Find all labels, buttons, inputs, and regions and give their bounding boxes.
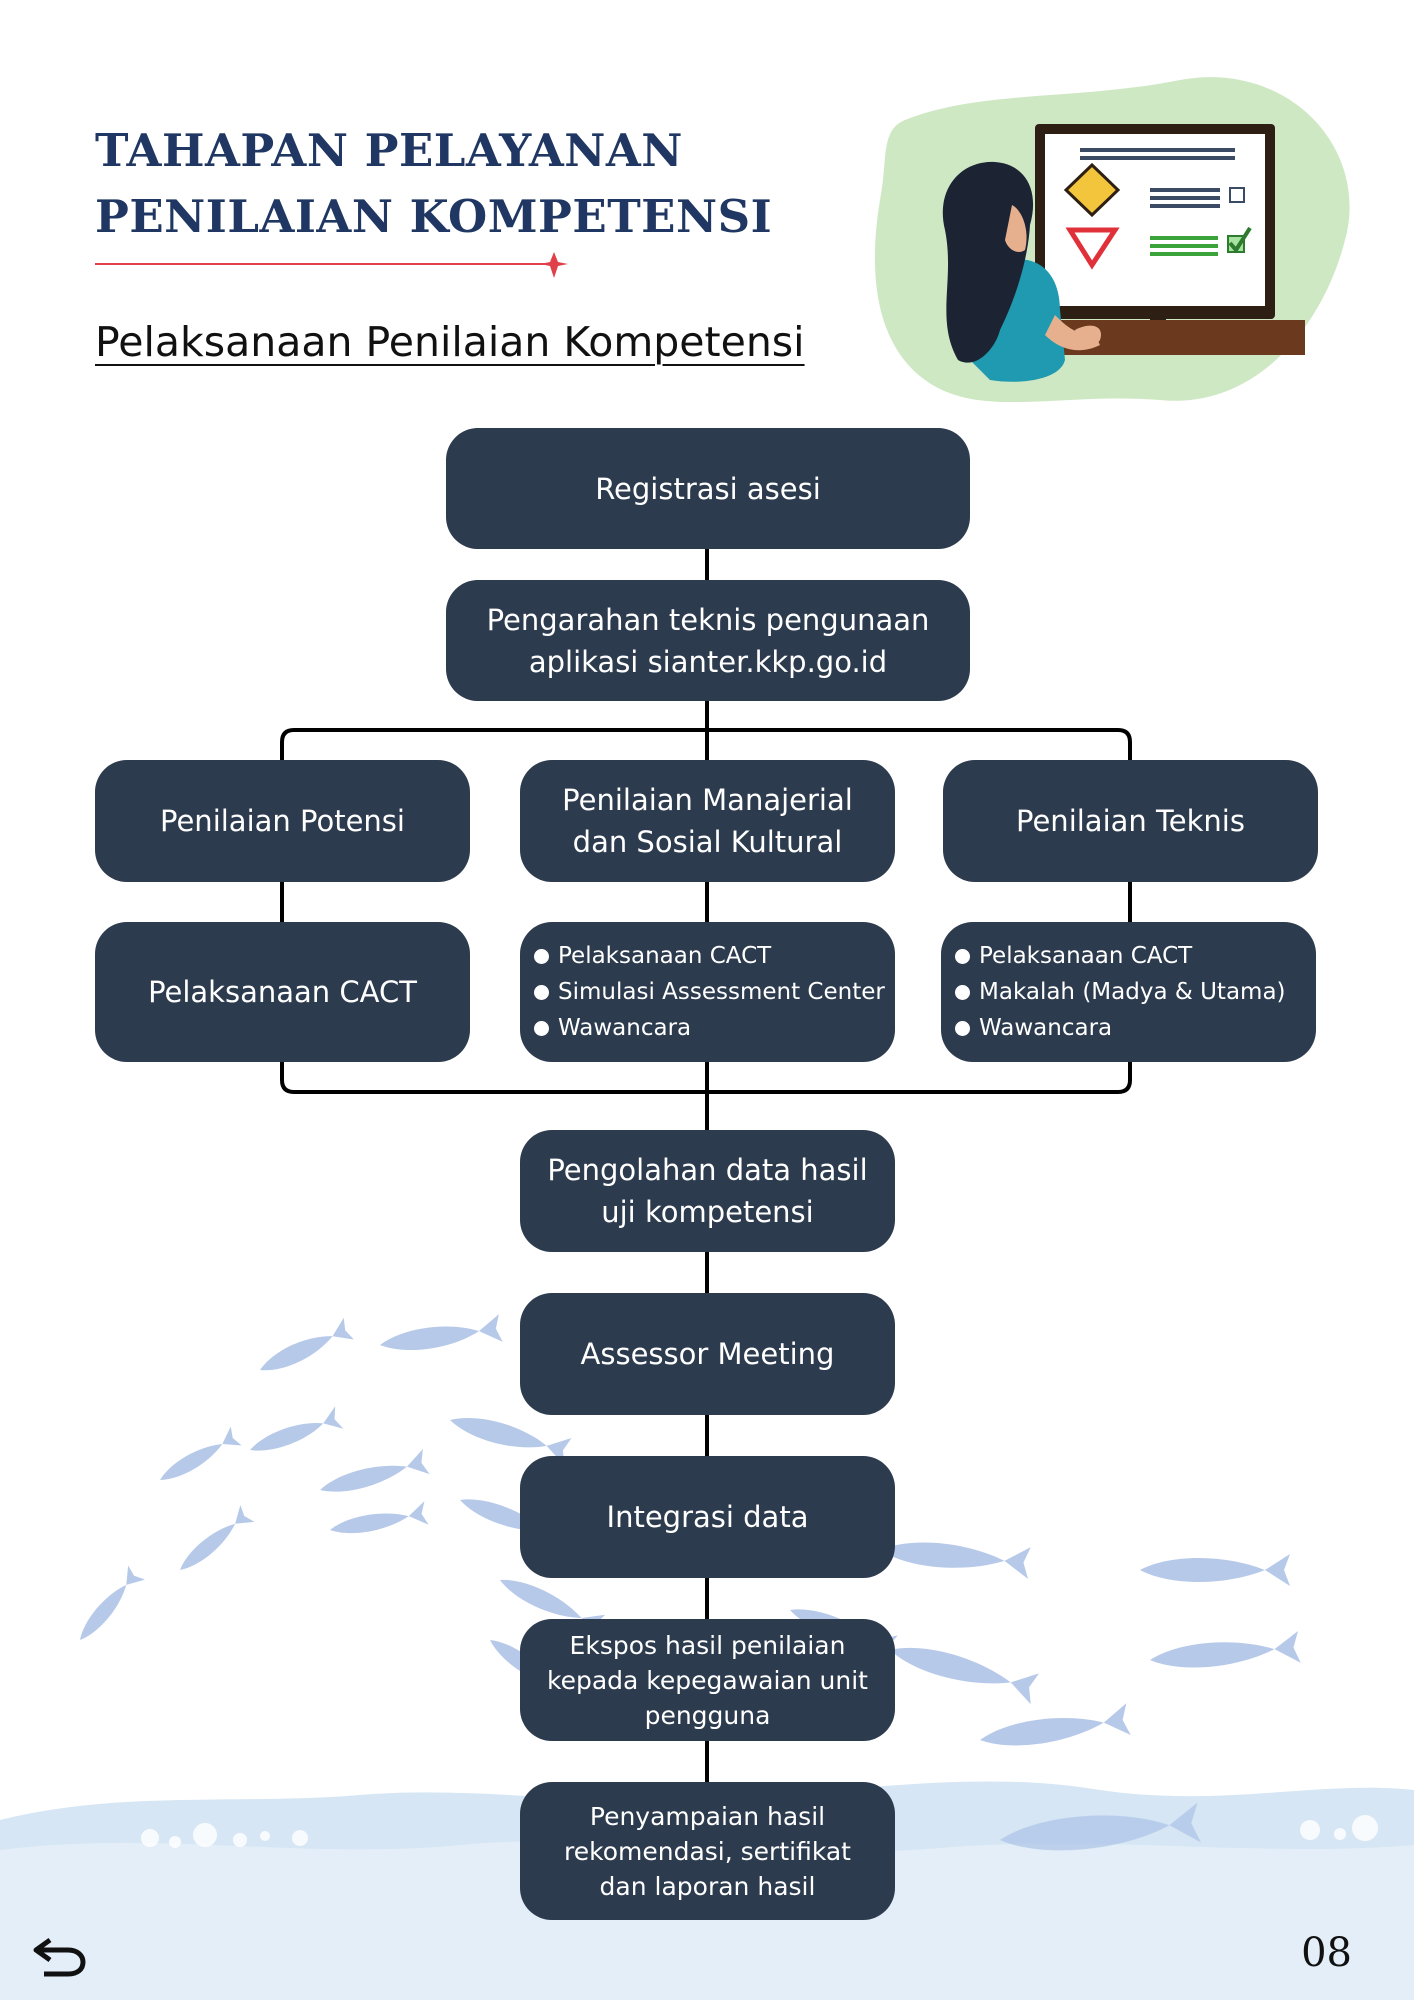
node-briefing: Pengarahan teknis pengunaan aplikasi sia… (446, 580, 970, 701)
manajerial-item: Simulasi Assessment Center (534, 974, 885, 1010)
node-registration: Registrasi asesi (446, 428, 970, 549)
section-subtitle: Pelaksanaan Penilaian Kompetensi (95, 318, 805, 366)
node-branch-teknis-label: Penilaian Teknis (1016, 804, 1245, 838)
manajerial-item: Wawancara (534, 1010, 885, 1046)
node-branch-manajerial-line1: Penilaian Manajerial (562, 783, 853, 817)
node-delivery-line1: Penyampaian hasil (589, 1801, 826, 1831)
node-branch-manajerial: Penilaian Manajerial dan Sosial Kultural (520, 760, 895, 882)
undo-arrow-icon (33, 1937, 86, 1977)
person-computer-illustration (874, 77, 1350, 403)
node-teknis-detail: Pelaksanaan CACT Makalah (Madya & Utama)… (941, 922, 1316, 1062)
node-briefing-line2: aplikasi sianter.kkp.go.id (528, 644, 888, 679)
node-expose-line3: pengguna (644, 1700, 771, 1730)
teknis-item: Wawancara (955, 1010, 1286, 1046)
flow-connectors (280, 548, 1132, 1782)
manajerial-item: Pelaksanaan CACT (534, 938, 885, 974)
node-expose-line2: kepada kepegawaian unit (547, 1665, 868, 1695)
page-title: TAHAPAN PELAYANAN PENILAIAN KOMPETENSI (95, 118, 772, 250)
page-title-line1: TAHAPAN PELAYANAN (95, 124, 683, 177)
fish-school (80, 1314, 1301, 1851)
node-expose-line1: Ekspos hasil penilaian (569, 1630, 846, 1660)
node-integration-label: Integrasi data (606, 1500, 809, 1534)
node-delivery: Penyampaian hasil rekomendasi, sertifika… (520, 1782, 895, 1920)
node-assessor-meeting: Assessor Meeting (520, 1293, 895, 1415)
node-assessor-meeting-label: Assessor Meeting (580, 1337, 835, 1371)
node-branch-potensi: Penilaian Potensi (95, 760, 470, 882)
page-title-line2: PENILAIAN KOMPETENSI (95, 190, 773, 243)
node-delivery-line3: dan laporan hasil (599, 1871, 816, 1901)
node-branch-manajerial-line2: dan Sosial Kultural (572, 825, 843, 859)
node-integration: Integrasi data (520, 1456, 895, 1578)
page-number: 08 (1301, 1930, 1352, 1976)
teknis-item: Pelaksanaan CACT (955, 938, 1286, 974)
node-processing-line1: Pengolahan data hasil (547, 1153, 868, 1187)
teknis-item-list: Pelaksanaan CACT Makalah (Madya & Utama)… (955, 938, 1286, 1046)
node-potensi-detail-label: Pelaksanaan CACT (148, 975, 417, 1009)
node-expose: Ekspos hasil penilaian kepada kepegawaia… (520, 1619, 895, 1741)
node-delivery-line2: rekomendasi, sertifikat (564, 1836, 851, 1866)
node-manajerial-detail: Pelaksanaan CACT Simulasi Assessment Cen… (520, 922, 895, 1062)
node-processing: Pengolahan data hasil uji kompetensi (520, 1130, 895, 1252)
title-underline (95, 252, 568, 278)
node-briefing-line1: Pengarahan teknis pengunaan (486, 602, 930, 637)
node-branch-potensi-label: Penilaian Potensi (160, 804, 405, 838)
node-potensi-detail: Pelaksanaan CACT (95, 922, 470, 1062)
back-button[interactable] (30, 1930, 90, 1984)
bubbles (141, 1815, 1378, 1848)
manajerial-item-list: Pelaksanaan CACT Simulasi Assessment Cen… (534, 938, 885, 1046)
node-branch-teknis: Penilaian Teknis (943, 760, 1318, 882)
node-processing-line2: uji kompetensi (601, 1195, 814, 1229)
node-registration-label: Registrasi asesi (595, 471, 821, 506)
teknis-item: Makalah (Madya & Utama) (955, 974, 1286, 1010)
